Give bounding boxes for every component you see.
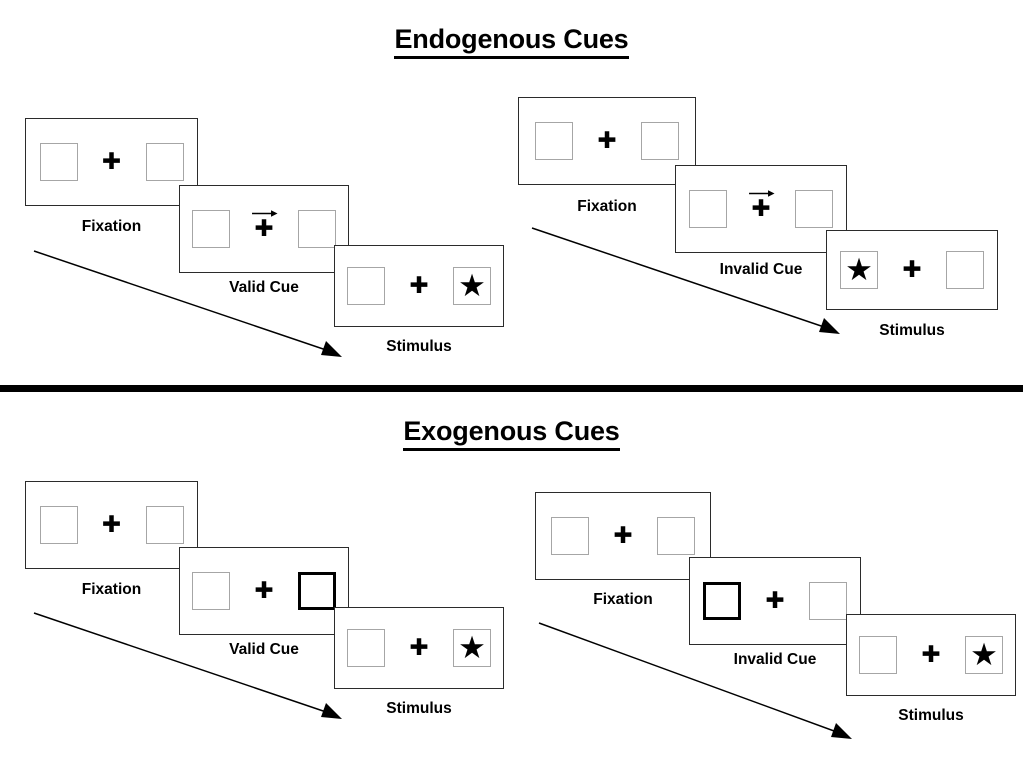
fixation-cross-icon: ✚ <box>409 634 429 661</box>
stim-box-right-cued: ★ <box>298 572 336 610</box>
stim-box-right: ★ <box>795 190 833 228</box>
exogenous-title-text: Exogenous Cues <box>403 416 620 452</box>
panel-label-fixation: Fixation <box>81 581 142 598</box>
fixation-center: ✚ <box>914 634 948 676</box>
panel-endogenous-valid-fixation: ★ ✚ ★ <box>25 118 198 206</box>
stim-box-right: ★ <box>145 506 184 544</box>
endogenous-title-text: Endogenous Cues <box>394 24 629 60</box>
panel-label-fixation: Fixation <box>81 218 142 235</box>
panel-label-fixation: Fixation <box>593 591 653 608</box>
star-icon: ★ <box>970 636 998 672</box>
panel-label-invalid-cue: Invalid Cue <box>733 651 817 668</box>
panel-endogenous-valid-cue: ★ ✚ ★ <box>179 185 349 273</box>
panel-exogenous-valid-fixation: ★ ✚ ★ <box>25 481 198 569</box>
fixation-center: ✚ <box>247 208 281 250</box>
panel-endogenous-invalid-cue: ★ ✚ ★ <box>675 165 847 253</box>
right-arrow-cue-icon <box>749 190 775 197</box>
stim-box-left: ★ <box>192 210 230 248</box>
fixation-center: ✚ <box>95 504 129 546</box>
panel-label-valid-cue: Valid Cue <box>229 279 299 296</box>
panel-label-stimulus: Stimulus <box>879 322 945 339</box>
stim-box-left: ★ <box>689 190 727 228</box>
stim-box-right: ★ <box>946 251 984 289</box>
stim-box-right: ★ <box>145 143 184 181</box>
star-icon: ★ <box>458 267 486 303</box>
stim-box-left: ★ <box>859 636 897 674</box>
star-icon: ★ <box>458 629 486 665</box>
section-divider <box>0 385 1023 392</box>
fixation-cross-icon: ✚ <box>613 522 633 549</box>
panel-label-stimulus: Stimulus <box>386 700 452 717</box>
panel-exogenous-valid-cue: ★ ✚ ★ <box>179 547 349 635</box>
stim-box-right: ★ <box>453 267 491 305</box>
fixation-cross-icon: ✚ <box>902 256 922 283</box>
stim-box-left: ★ <box>39 506 78 544</box>
exogenous-section-title: Exogenous Cues <box>0 416 1023 452</box>
diagonal-flow-arrow-icon <box>538 622 852 739</box>
stim-box-left: ★ <box>39 143 78 181</box>
stim-box-right: ★ <box>965 636 1003 674</box>
diagonal-flow-arrow-icon <box>33 250 342 357</box>
stim-box-left: ★ <box>192 572 230 610</box>
right-arrow-cue-icon <box>252 210 278 217</box>
fixation-center: ✚ <box>247 570 281 612</box>
fixation-cross-icon: ✚ <box>921 641 941 668</box>
stim-box-left: ★ <box>535 122 573 160</box>
star-icon: ★ <box>845 251 873 287</box>
fixation-cross-icon: ✚ <box>101 148 122 175</box>
panel-exogenous-valid-stimulus: ★ ✚ ★ <box>334 607 504 689</box>
fixation-cross-icon: ✚ <box>101 511 122 538</box>
panel-endogenous-invalid-fixation: ★ ✚ ★ <box>518 97 696 185</box>
panel-label-stimulus: Stimulus <box>898 707 964 724</box>
fixation-center: ✚ <box>402 265 436 307</box>
fixation-center: ✚ <box>95 141 129 183</box>
fixation-center: ✚ <box>744 188 778 230</box>
stim-box-right: ★ <box>657 517 695 555</box>
diagonal-flow-arrow-icon <box>33 612 342 719</box>
fixation-center: ✚ <box>590 120 624 162</box>
section-exogenous: Exogenous Cues ★ ✚ ★ Fixation ★ ✚ ★ <box>0 392 1023 767</box>
panel-endogenous-valid-stimulus: ★ ✚ ★ <box>334 245 504 327</box>
stim-box-right: ★ <box>298 210 336 248</box>
stim-box-right: ★ <box>809 582 847 620</box>
fixation-center: ✚ <box>895 249 929 291</box>
panel-label-stimulus: Stimulus <box>386 338 452 355</box>
panel-exogenous-invalid-stimulus: ★ ✚ ★ <box>846 614 1016 696</box>
endogenous-section-title: Endogenous Cues <box>0 24 1023 60</box>
fixation-center: ✚ <box>606 515 640 557</box>
stim-box-left: ★ <box>840 251 878 289</box>
stim-box-left-cued: ★ <box>703 582 741 620</box>
panel-label-valid-cue: Valid Cue <box>229 641 299 658</box>
fixation-cross-icon: ✚ <box>597 127 617 154</box>
fixation-center: ✚ <box>402 627 436 669</box>
stim-box-left: ★ <box>347 629 385 667</box>
fixation-cross-icon: ✚ <box>765 587 785 614</box>
fixation-cross-icon: ✚ <box>254 577 274 604</box>
panel-label-fixation: Fixation <box>577 198 637 215</box>
stim-box-left: ★ <box>347 267 385 305</box>
panel-exogenous-invalid-fixation: ★ ✚ ★ <box>535 492 711 580</box>
panel-exogenous-invalid-cue: ★ ✚ ★ <box>689 557 861 645</box>
panel-label-invalid-cue: Invalid Cue <box>719 261 803 278</box>
stim-box-left: ★ <box>551 517 589 555</box>
fixation-cross-icon: ✚ <box>751 195 771 222</box>
stim-box-right: ★ <box>453 629 491 667</box>
panel-endogenous-invalid-stimulus: ★ ✚ ★ <box>826 230 998 310</box>
stim-box-right: ★ <box>641 122 679 160</box>
fixation-cross-icon: ✚ <box>254 215 274 242</box>
section-endogenous: Endogenous Cues ★ ✚ ★ Fixation ★ <box>0 24 1023 357</box>
fixation-cross-icon: ✚ <box>409 272 429 299</box>
fixation-center: ✚ <box>758 580 792 622</box>
diagonal-flow-arrow-icon <box>531 227 840 334</box>
